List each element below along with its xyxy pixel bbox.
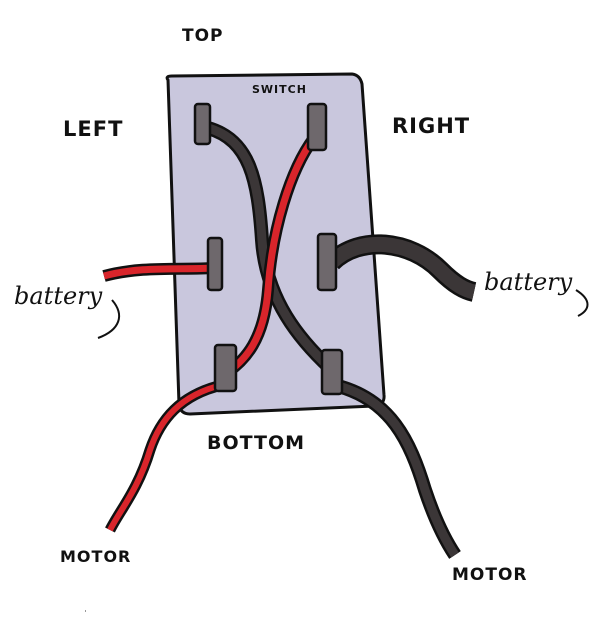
left-motor-wire [105, 379, 224, 533]
terminal-top-right [306, 102, 328, 152]
terminal-middle-right [316, 232, 338, 292]
label-switch: SWITCH [252, 83, 307, 96]
terminal-middle-left [206, 236, 224, 292]
label-battery-right: battery [484, 268, 573, 296]
terminals [193, 102, 344, 396]
terminal-bottom-right [320, 348, 344, 396]
label-left: LEFT [63, 117, 124, 141]
battery-left-tail [97, 299, 121, 339]
label-battery-left: battery [14, 282, 103, 310]
red-wire-crossing [222, 132, 320, 378]
label-bottom: BOTTOM [207, 432, 306, 454]
dark-wire-crossing [201, 121, 337, 375]
terminal-top-left [193, 102, 212, 146]
right-battery-wire [325, 234, 477, 302]
label-right: RIGHT [392, 114, 471, 138]
label-top: TOP [182, 26, 224, 46]
label-motor-left: MOTOR [60, 547, 132, 566]
terminal-bottom-left [213, 343, 238, 393]
label-motor-right: MOTOR [452, 565, 528, 585]
right-motor-wire [336, 379, 461, 559]
left-battery-wire [102, 262, 215, 282]
battery-right-tail [575, 289, 589, 317]
